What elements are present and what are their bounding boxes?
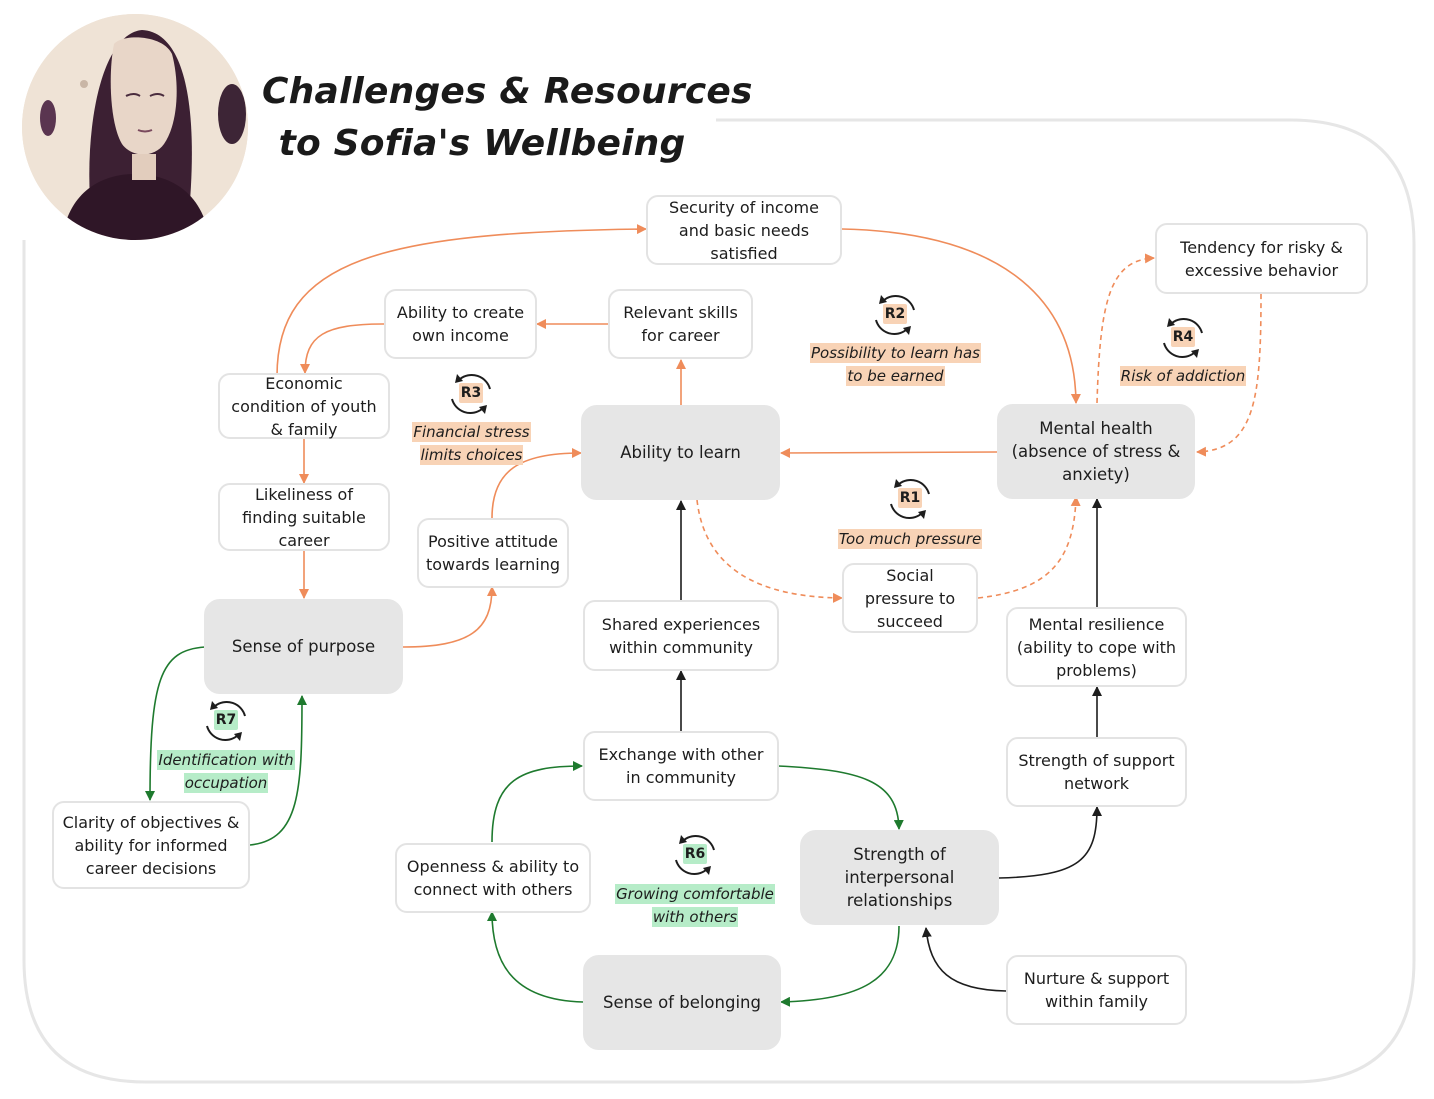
loop-note-r2-text: Possibility to learn has to be earned	[810, 343, 981, 386]
edge-nurture-interpersonal	[921, 927, 1007, 992]
edge-exchange-interpersonal	[777, 765, 904, 830]
edge-positive-learn	[491, 448, 582, 519]
edge-income-economic	[300, 323, 385, 374]
page-title: Challenges & Resources to Sofia's Wellbe…	[262, 66, 753, 170]
edge-interpersonal-network	[998, 806, 1102, 879]
loop-r3: R3	[446, 371, 496, 417]
node-social-pressure: Social pressure to succeed	[842, 563, 978, 633]
edge-mental-risky	[1096, 253, 1155, 404]
outer-frame	[22, 118, 1416, 1084]
node-support-network: Strength of support network	[1006, 737, 1187, 807]
loop-note-r1: Too much pressure	[830, 528, 990, 551]
edge-purpose-positive	[402, 586, 497, 648]
node-positive-attitude: Positive attitude towards learning	[417, 518, 569, 588]
node-security: Security of income and basic needs satis…	[646, 195, 842, 265]
node-own-income: Ability to create own income	[384, 289, 537, 359]
edge-learn-social	[696, 499, 843, 603]
loop-label-r6: R6	[683, 844, 707, 864]
loop-note-r4: Risk of addiction	[1110, 365, 1256, 388]
node-risky-behavior: Tendency for risky & excessive behavior	[1155, 223, 1368, 294]
portrait-illustration	[22, 14, 248, 240]
loop-r4: R4	[1158, 315, 1208, 361]
loop-label-r1: R1	[898, 488, 922, 508]
reinforcing-loop-icon	[206, 701, 246, 741]
loop-note-r7: Identification with occupation	[152, 749, 300, 795]
edge-purpose-clarity	[145, 646, 206, 801]
loop-note-r6-text: Growing comfortable with others	[615, 884, 775, 927]
loop-r7: R7	[201, 698, 251, 744]
reinforcing-loop-icon	[875, 295, 915, 335]
node-mental-resilience: Mental resilience (ability to cope with …	[1006, 607, 1187, 687]
edge-security-mental	[841, 228, 1081, 404]
edge-risky-mental	[1196, 293, 1262, 457]
reinforcing-loop-icon	[675, 835, 715, 875]
node-ability-to-learn: Ability to learn	[581, 405, 780, 500]
edge-mental-learn	[780, 447, 998, 458]
node-shared-experiences: Shared experiences within community	[583, 600, 779, 671]
edge-clarity-purpose	[249, 695, 307, 846]
node-sense-of-purpose: Sense of purpose	[204, 599, 403, 694]
node-mental-health: Mental health (absence of stress & anxie…	[997, 404, 1195, 499]
loop-note-r3-text: Financial stress limits choices	[412, 422, 531, 465]
edge-economic-security	[276, 224, 647, 377]
node-economic-condition: Economic condition of youth & family	[218, 373, 390, 439]
node-likeliness-career: Likeliness of finding suitable career	[218, 483, 390, 551]
loop-label-r7: R7	[214, 710, 238, 730]
node-openness: Openness & ability to connect with other…	[395, 843, 591, 913]
loop-r2: R2	[870, 292, 920, 338]
edge-openness-exchange	[491, 761, 583, 843]
title-line-2: to Sofia's Wellbeing	[278, 123, 686, 164]
loop-label-r3: R3	[459, 383, 483, 403]
node-interpersonal-relationships: Strength of interpersonal relationships	[800, 830, 999, 925]
reinforcing-loop-icon	[890, 479, 930, 519]
loop-note-r3: Financial stress limits choices	[393, 421, 550, 467]
node-nurture-family: Nurture & support within family	[1006, 955, 1187, 1025]
title-line-1: Challenges & Resources	[262, 71, 753, 112]
loop-note-r6: Growing comfortable with others	[612, 883, 778, 929]
loop-r1: R1	[885, 476, 935, 522]
loop-note-r7-text: Identification with occupation	[157, 750, 295, 793]
edge-belonging-openness	[487, 911, 584, 1003]
node-clarity-objectives: Clarity of objectives & ability for info…	[52, 801, 250, 889]
loop-label-r2: R2	[883, 304, 907, 324]
loop-note-r1-text: Too much pressure	[837, 529, 983, 549]
edge-interpersonal-belonging	[780, 925, 900, 1007]
avatar	[22, 14, 248, 240]
node-skills: Relevant skills for career	[608, 289, 753, 359]
reinforcing-loop-icon	[451, 374, 491, 414]
loop-label-r4: R4	[1171, 327, 1195, 347]
node-sense-of-belonging: Sense of belonging	[583, 955, 781, 1050]
node-exchange-community: Exchange with other in community	[583, 731, 779, 801]
loop-note-r2: Possibility to learn has to be earned	[808, 342, 983, 388]
loop-r6: R6	[670, 832, 720, 878]
reinforcing-loop-icon	[1163, 318, 1203, 358]
loop-note-r4-text: Risk of addiction	[1119, 366, 1247, 386]
edge-social-mental	[977, 496, 1081, 599]
